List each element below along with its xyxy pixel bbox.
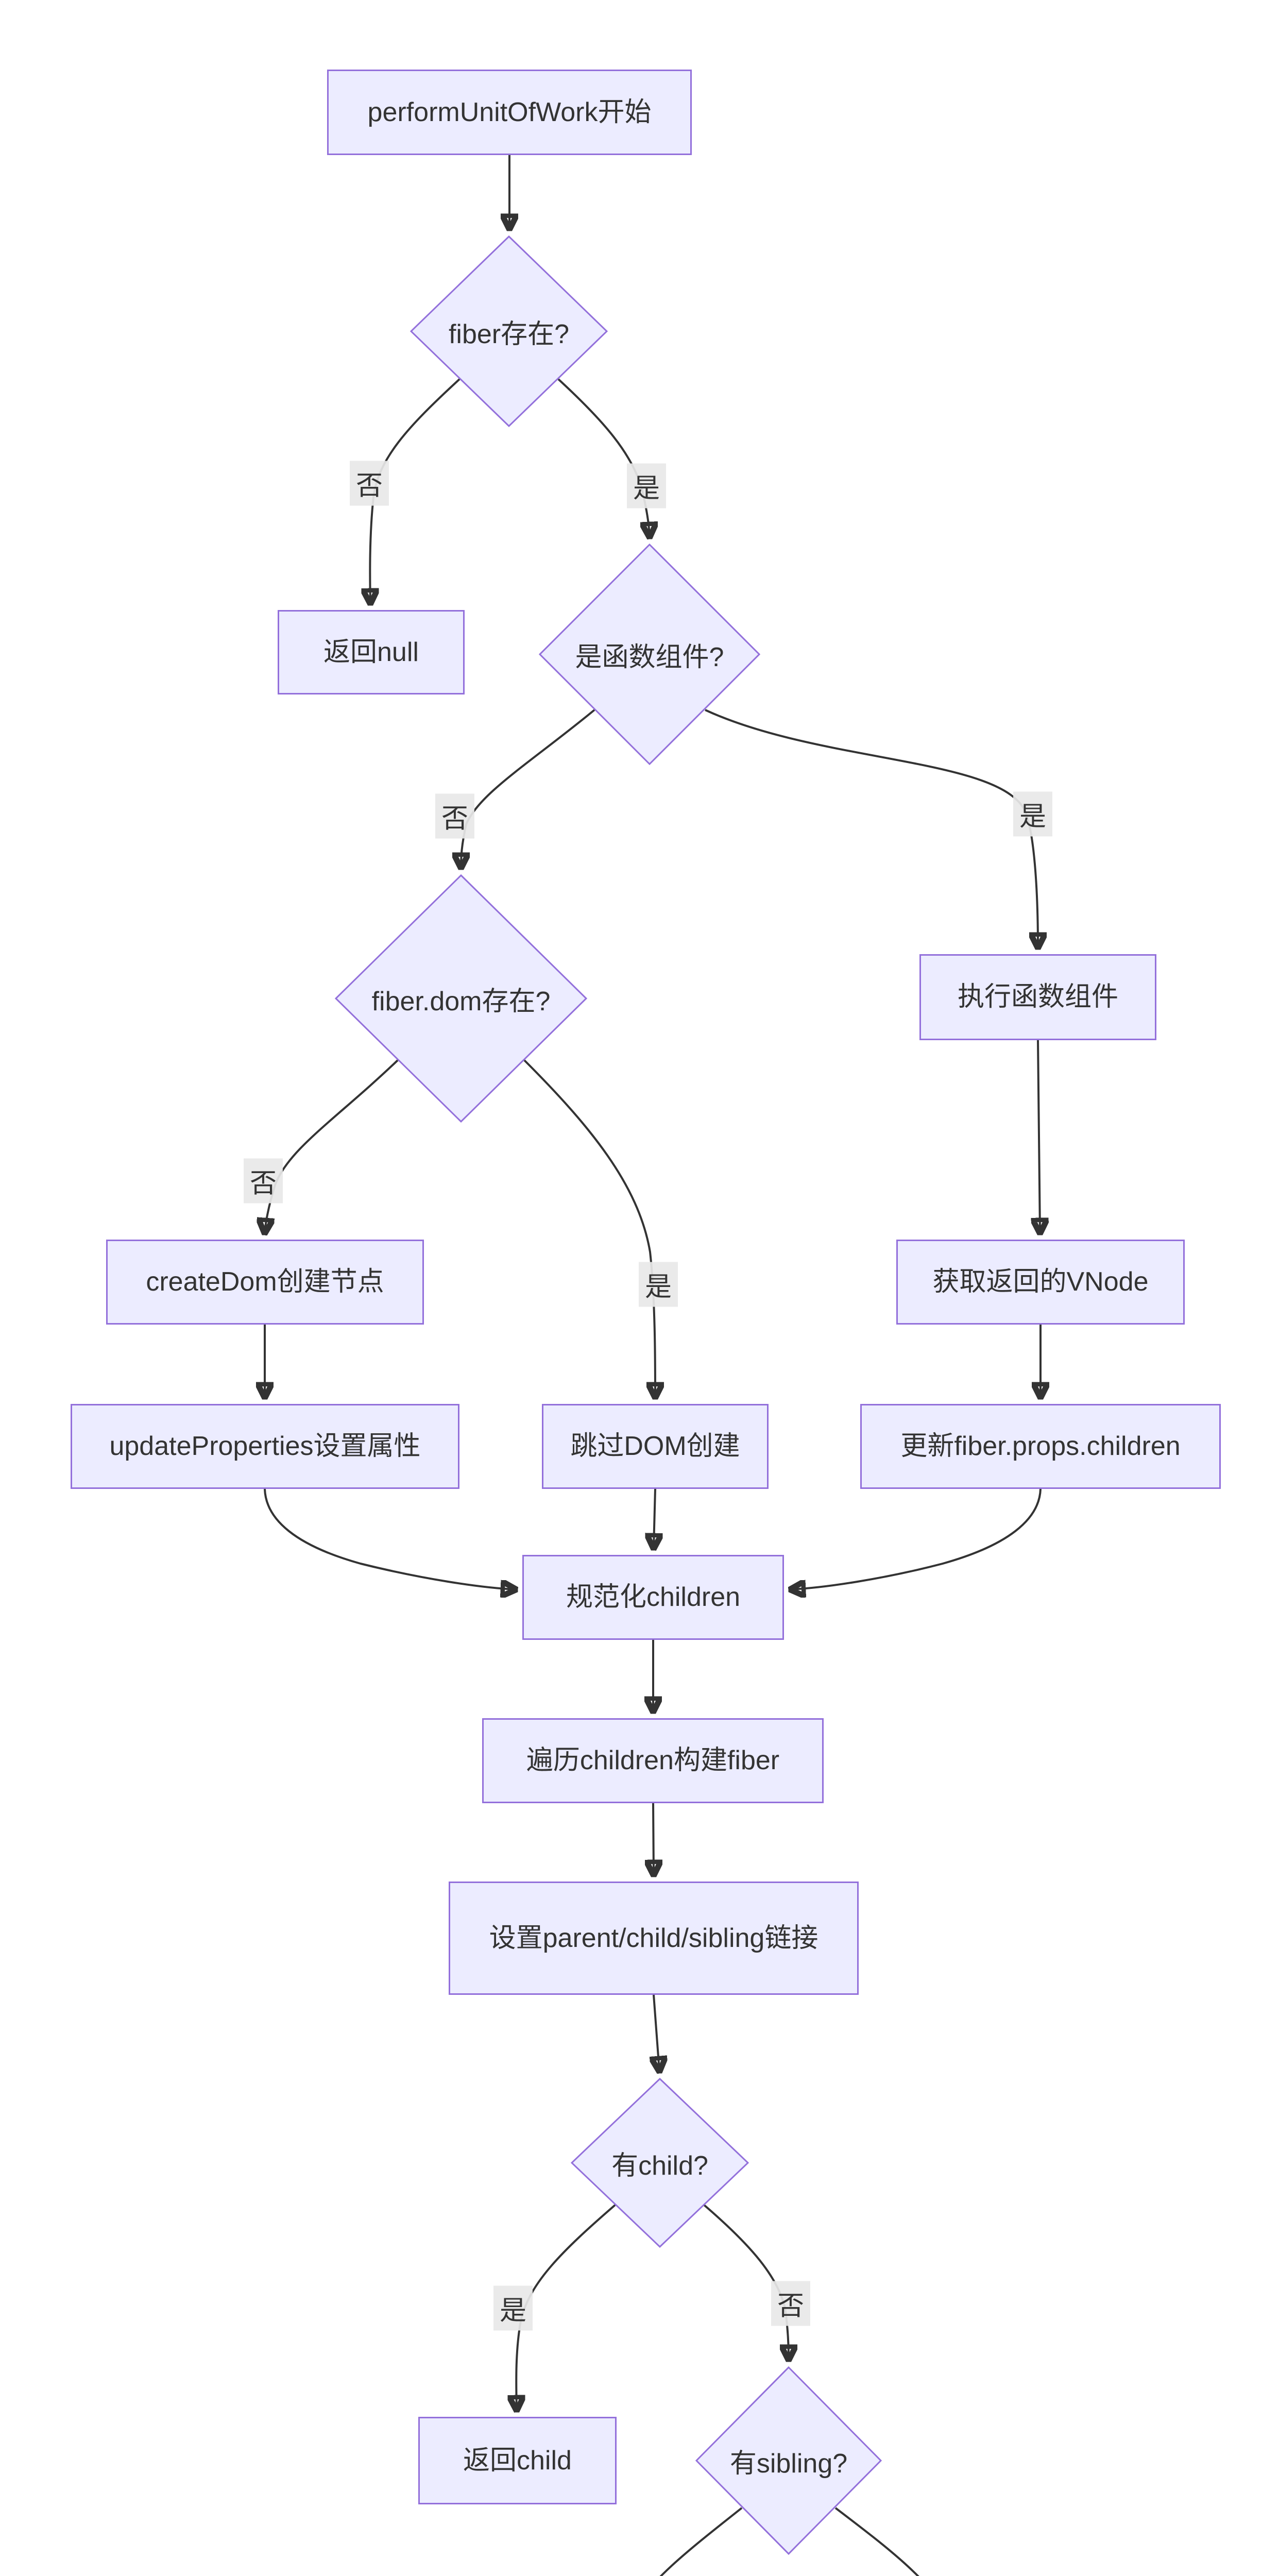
node-label: 返回child	[463, 2445, 572, 2476]
node-label: 执行函数组件	[957, 982, 1118, 1012]
edge-is-function-component-yes-to-run-function-component	[705, 709, 1038, 947]
edge-update-fiber-props-children-to-normalize-children	[791, 1488, 1042, 1589]
diamond-shape	[571, 2078, 749, 2248]
edge-fiber-dom-exists-yes-to-skip-dom	[523, 1059, 655, 1397]
node-label: 返回null	[323, 637, 419, 667]
node-return-null-1: 返回null	[278, 610, 465, 694]
edge-label-no-fiber-exists: 否	[349, 461, 389, 506]
node-label: 遍历children构建fiber	[526, 1745, 780, 1776]
edge-label-no-has-child: 否	[771, 2281, 811, 2326]
node-return-child: 返回child	[418, 2417, 617, 2504]
decision-fiber-exists: fiber存在?	[410, 235, 608, 427]
diamond-shape	[539, 544, 760, 765]
decision-is-function-component: 是函数组件?	[539, 544, 760, 765]
node-update-properties: updateProperties设置属性	[71, 1404, 459, 1489]
node-label: 设置parent/child/sibling链接	[489, 1923, 818, 1953]
node-label: 有child?	[611, 2150, 708, 2181]
decision-has-child: 有child?	[571, 2078, 749, 2248]
edge-skip-dom-to-normalize-children	[654, 1488, 655, 1548]
diamond-shape	[695, 2366, 882, 2555]
node-label: createDom创建节点	[146, 1267, 384, 1297]
edge-has-sibling-yes-to-return-sibling	[659, 2507, 743, 2576]
node-label: 有sibling?	[729, 2448, 848, 2479]
node-run-function-component: 执行函数组件	[919, 954, 1156, 1040]
node-label: fiber存在?	[448, 319, 570, 349]
edge-traverse-children-to-set-links	[653, 1803, 654, 1874]
node-perform-unit-of-work-start: performUnitOfWork开始	[327, 70, 692, 155]
edge-set-links-to-has-child	[654, 1994, 659, 2071]
node-label: updateProperties设置属性	[109, 1431, 421, 1462]
node-label: 获取返回的VNode	[932, 1267, 1149, 1297]
node-normalize-children: 规范化children	[522, 1555, 784, 1640]
node-label: 跳过DOM创建	[570, 1431, 740, 1462]
edge-label-yes-fiber-exists: 是	[626, 463, 667, 509]
node-create-dom: createDom创建节点	[106, 1240, 424, 1325]
node-label: performUnitOfWork开始	[367, 97, 652, 127]
node-get-vnode: 获取返回的VNode	[896, 1240, 1185, 1325]
node-label: fiber.dom存在?	[371, 986, 551, 1016]
edge-label-yes-has-child: 是	[493, 2285, 533, 2331]
edge-run-function-component-to-get-vnode	[1038, 1040, 1040, 1232]
node-traverse-children-build-fiber: 遍历children构建fiber	[482, 1718, 824, 1803]
edge-label-no-fiber-dom-exists: 否	[243, 1158, 283, 1204]
edge-label-yes-is-function-component: 是	[1013, 791, 1053, 837]
node-label: 是函数组件?	[575, 642, 724, 672]
diamond-shape	[410, 235, 608, 427]
decision-has-sibling: 有sibling?	[695, 2366, 882, 2555]
edge-is-function-component-no-to-fiber-dom-exists	[461, 709, 595, 867]
decision-fiber-dom-exists: fiber.dom存在?	[335, 874, 587, 1123]
node-label: 更新fiber.props.children	[900, 1431, 1181, 1462]
edge-label-yes-fiber-dom-exists: 是	[638, 1262, 678, 1307]
edge-has-sibling-no-to-find-parent-sibling	[834, 2507, 919, 2576]
diamond-shape	[335, 874, 587, 1123]
node-skip-dom-creation: 跳过DOM创建	[542, 1404, 769, 1489]
edge-fiber-dom-exists-no-to-create-dom	[265, 1059, 399, 1232]
node-update-fiber-props-children: 更新fiber.props.children	[860, 1404, 1221, 1489]
edge-update-properties-to-normalize-children	[264, 1488, 515, 1589]
node-label: 规范化children	[566, 1582, 741, 1613]
edge-label-no-is-function-component: 否	[435, 793, 475, 839]
node-set-parent-child-sibling-links: 设置parent/child/sibling链接	[449, 1882, 859, 1995]
